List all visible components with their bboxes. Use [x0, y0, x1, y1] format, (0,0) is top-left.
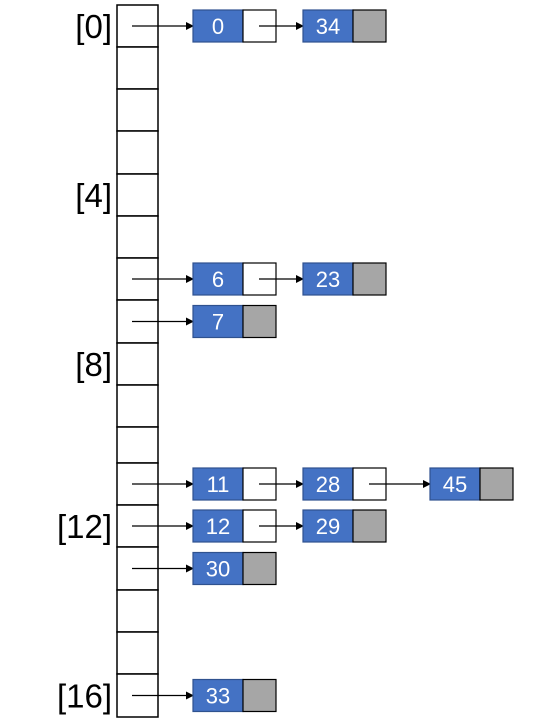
node-value: 7	[212, 310, 224, 335]
chain-slot-6: 6 23	[132, 262, 387, 296]
node-value-cell	[192, 262, 244, 296]
node-value: 45	[443, 472, 467, 497]
node-value: 30	[206, 557, 230, 582]
node-value-cell	[192, 678, 244, 713]
null-pointer-cell	[352, 9, 387, 43]
node-value: 6	[212, 267, 224, 292]
bucket-slot-15	[116, 631, 159, 675]
node-value-cell	[302, 9, 354, 43]
chain-slot-7: 7	[132, 304, 277, 339]
bucket-slot-3	[116, 130, 159, 175]
node-value: 29	[316, 514, 340, 539]
index-label: [12]	[57, 508, 112, 545]
index-label: [16]	[57, 678, 112, 715]
bucket-slot-9	[116, 384, 159, 428]
null-pointer-cell	[352, 509, 387, 543]
node-value: 33	[206, 684, 230, 709]
bucket-slot-2	[116, 88, 159, 132]
node-value-cell	[302, 262, 354, 296]
bucket-chains: 0 34 6 23 7 11 28 45 12 29 30 33	[132, 9, 514, 713]
node-value: 28	[316, 472, 340, 497]
bucket-slot-14	[116, 589, 159, 633]
chain-slot-11: 11 28 45	[132, 467, 514, 501]
bucket-slot-10	[116, 426, 159, 464]
bucket-slot-8	[116, 342, 159, 386]
chain-slot-0: 0 34	[132, 9, 387, 43]
chain-slot-12: 12 29	[132, 509, 387, 543]
index-label: [8]	[75, 346, 112, 383]
node-value-cell	[302, 467, 354, 501]
node-value: 34	[316, 14, 340, 39]
null-pointer-cell	[242, 304, 277, 339]
null-pointer-cell	[352, 262, 387, 296]
node-value: 0	[212, 14, 224, 39]
node-value: 12	[206, 514, 230, 539]
bucket-slot-5	[116, 215, 159, 259]
chain-slot-16: 33	[132, 678, 277, 713]
node-value: 23	[316, 267, 340, 292]
index-label: [4]	[75, 177, 112, 214]
null-pointer-cell	[242, 551, 277, 586]
bucket-array	[116, 4, 159, 718]
node-value-cell	[192, 467, 244, 501]
node-value-cell	[192, 551, 244, 586]
node-value-cell	[302, 509, 354, 543]
node-value-cell	[192, 509, 244, 543]
chain-slot-13: 30	[132, 551, 277, 586]
null-pointer-cell	[479, 467, 514, 501]
null-pointer-cell	[242, 678, 277, 713]
index-labels: [0] [4] [8] [12] [16]	[57, 8, 112, 715]
node-value: 11	[207, 472, 230, 497]
bucket-slot-4	[116, 173, 159, 217]
bucket-slot-1	[116, 46, 159, 90]
index-label: [0]	[75, 8, 112, 45]
